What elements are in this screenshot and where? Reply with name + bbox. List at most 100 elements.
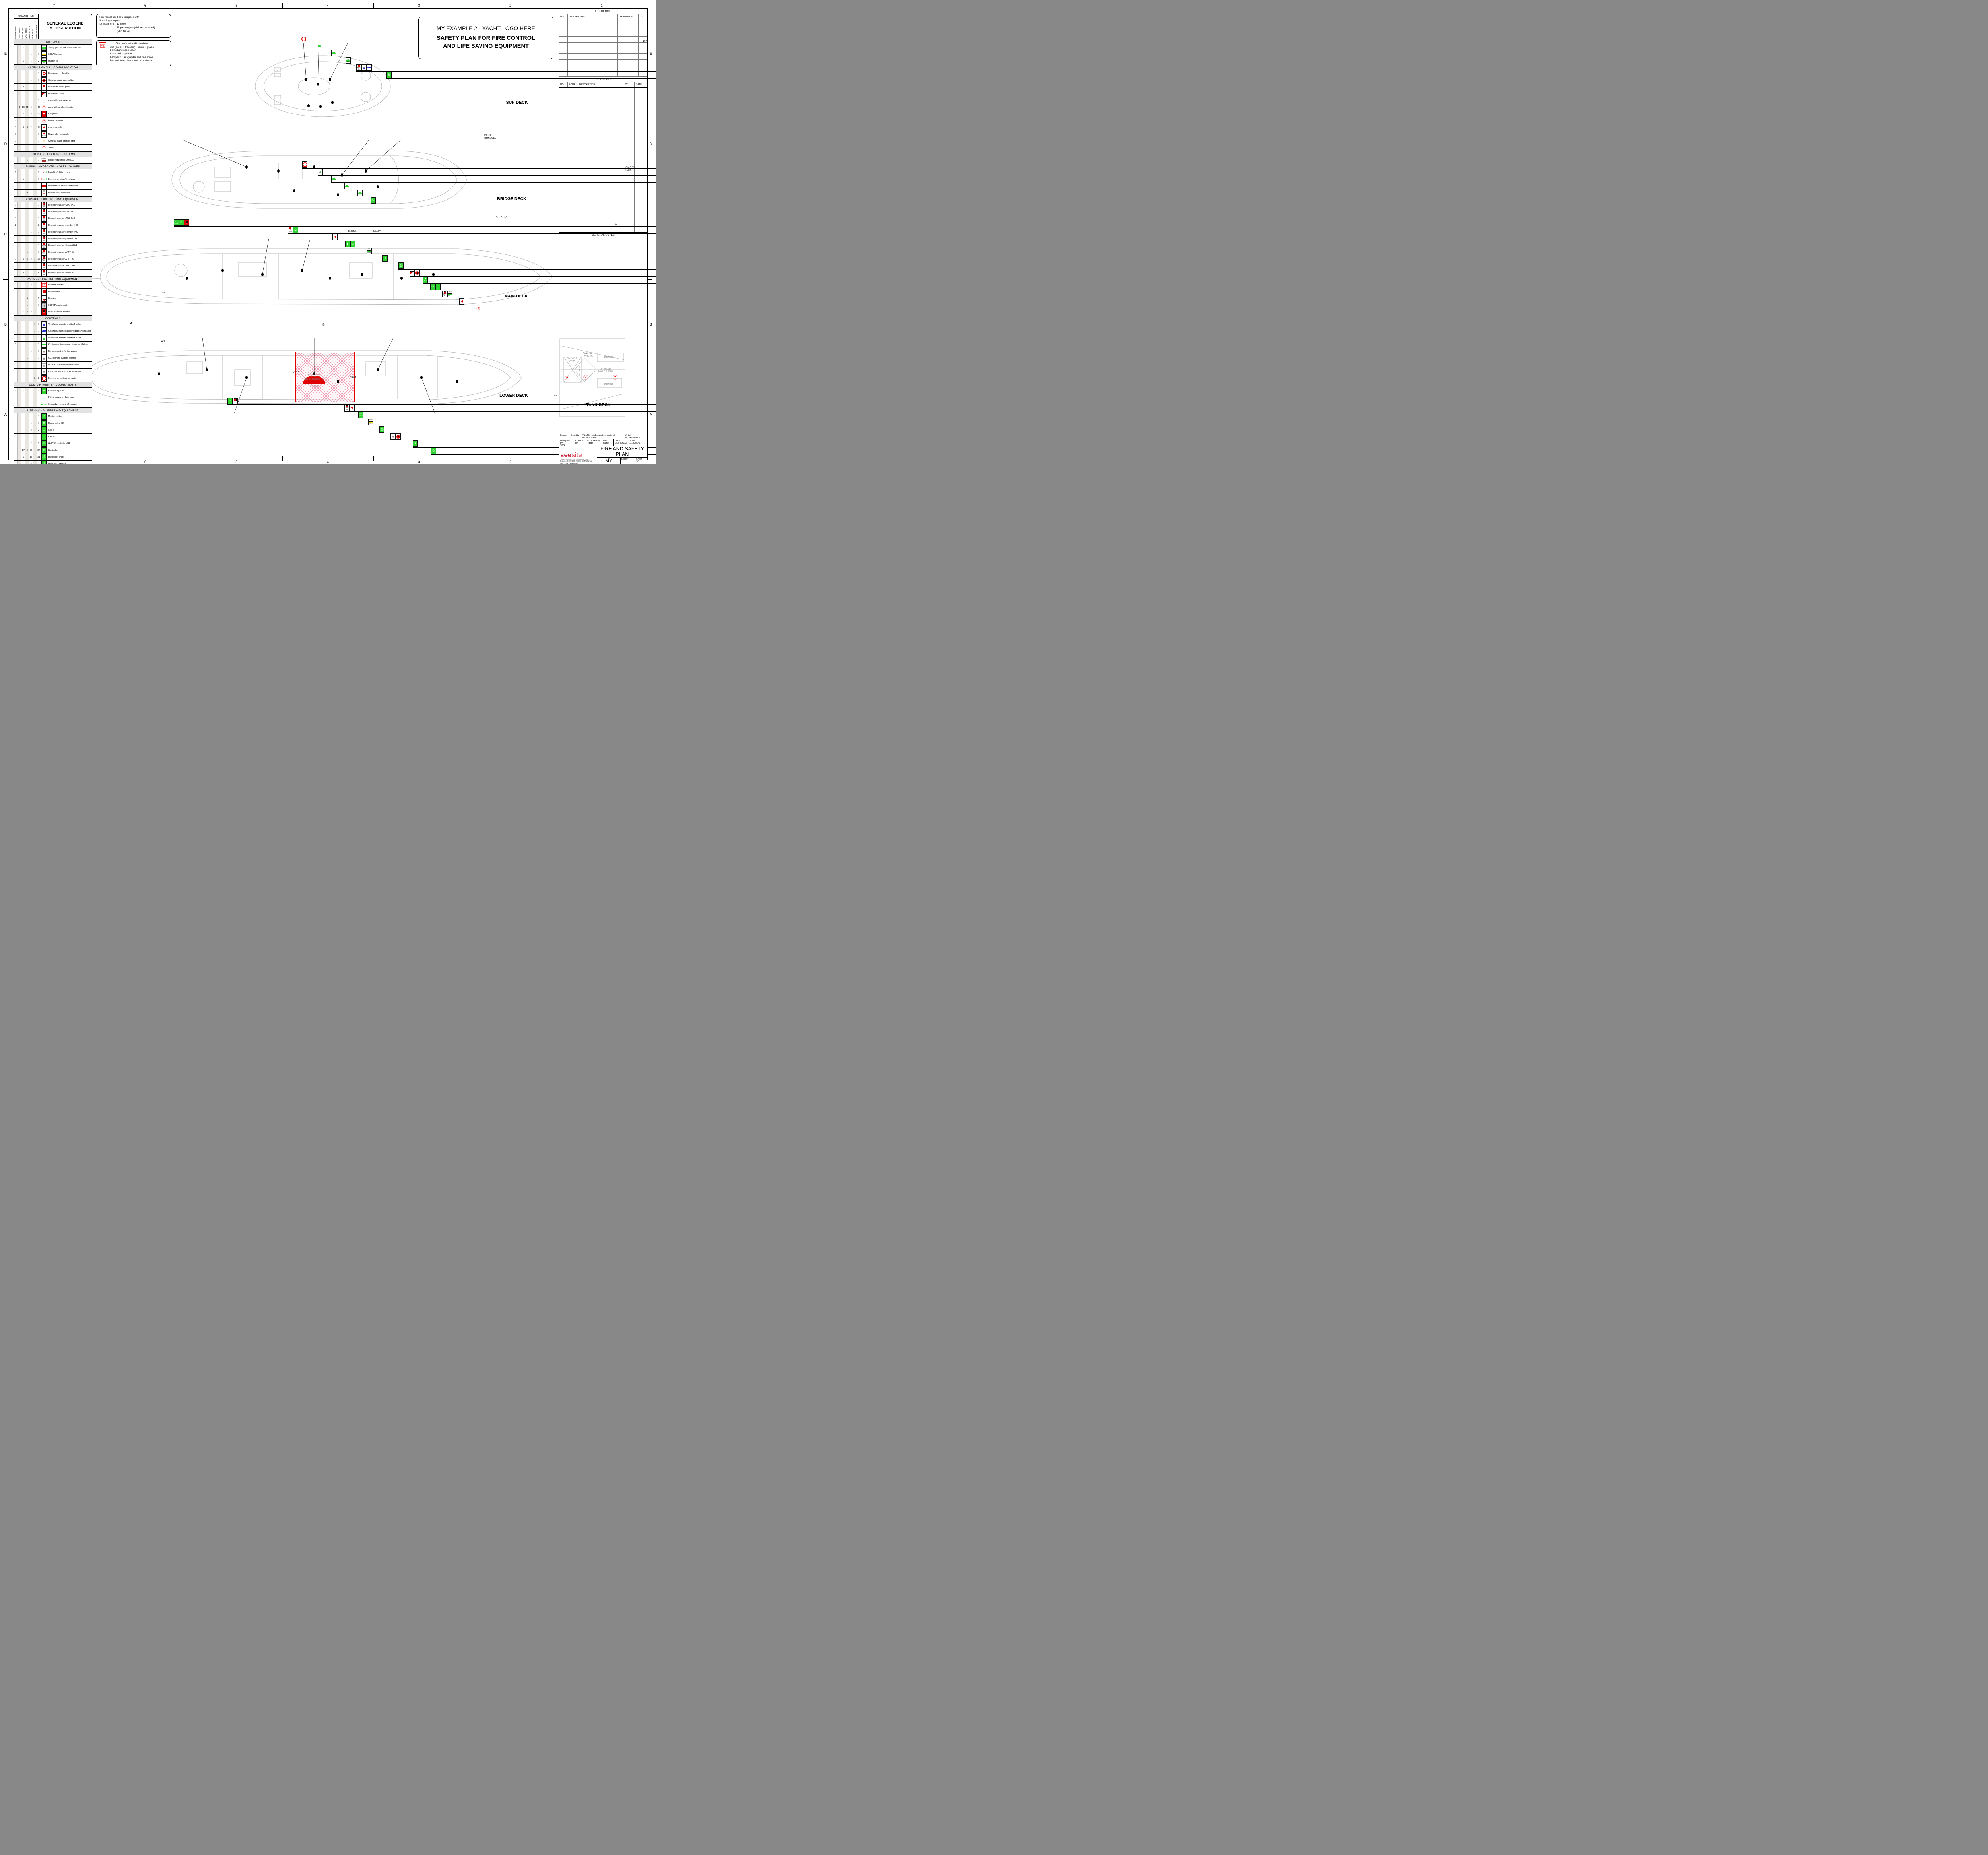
qty-cell: 1 [37,321,41,328]
qty-cell: 2 [14,169,18,176]
qty-cell [33,45,37,51]
qty-cell [14,440,18,447]
qty-cell [25,394,29,401]
qty-cell: 1 [37,335,41,341]
legend-item-desc: Wheeled fire ext. AFFF 45L [48,265,76,267]
qty-cell: 6 [21,454,26,460]
plan-label: TANK NO 2 SUMP [566,358,577,362]
fe-icon: FE [41,282,47,288]
references-empty-row [559,71,647,77]
qty-cell: 2 [29,309,33,315]
legend-item-desc: Fire extinguisher water 9L [48,272,74,274]
smoke-detector-icon: ? [476,305,481,312]
qty-cell: 6 [29,104,33,111]
qty-cell [21,440,26,447]
qty-cell: 7 [37,190,41,196]
qty-cell [29,138,33,144]
legend-row: →Primary means of escape [14,394,92,401]
plan-label: ? [565,376,569,380]
qty-cell: 57 [37,447,41,454]
flares-icon: ❂ [431,448,436,454]
battery-radio-icon [41,375,47,382]
fire-hose-icon: W [41,309,47,315]
qty-cell [14,84,18,90]
qty-cell [17,434,22,440]
references-empty-row [559,25,647,31]
qty-cell: 7 [37,309,41,315]
qty-cell: 5 [21,256,26,262]
qty-cell [21,131,26,138]
lifejacket-icon: Ω [350,241,355,247]
qty-cell [33,461,37,464]
qty-cell [33,362,37,368]
qty-cell [25,176,29,182]
qty-cell [21,362,26,368]
qty-cell [17,355,22,361]
references-revisions-panel: REFERENCES NO.DESCRIPTION DRAWING NO.BY … [559,8,648,277]
qty-cell: 2 [29,124,33,131]
qty-cell [17,145,22,151]
qty-cell [17,190,22,196]
qty-cell [17,84,22,90]
smoke-detector-icon: ? [41,104,47,111]
qty-cell [33,342,37,348]
qty-cell [25,70,29,77]
qty-cell: 2 [37,118,41,124]
legend-item-desc: Lifebuoy + smoke [48,463,66,464]
qty-cell [17,209,22,215]
grid-row-left: D [4,142,7,146]
qty-cell: 2 [37,58,41,64]
titlename-label: Title/Name, designation, material, dimen… [581,433,624,439]
flame-detector-icon: ✶ [41,118,47,124]
qty-cell [21,401,26,407]
grid-col-top: 2 [509,4,512,8]
heat-detector-icon: ! [41,97,47,104]
qty-cell [29,375,33,382]
closing-blue-icon [41,328,47,334]
qty-cell [29,289,33,295]
qty-cell [25,263,29,269]
qty-cell [25,282,29,288]
plan-title-line2: AND LIFE SAVING EQUIPMENT [443,43,529,49]
qty-cell [17,447,22,454]
plan-label: W/T [161,291,165,294]
qty-cell [33,427,37,433]
qty-cell [17,282,22,288]
qty-cell [14,401,18,407]
qty-cell: 1 [37,97,41,104]
qty-cell [29,97,33,104]
qty-cell [21,169,26,176]
qty-cell: 10 [37,111,41,117]
remote-fire-pump-icon: △⊲ [390,433,396,440]
fireman-outfit-box: FE Fireman's full outfit consist of: - s… [96,40,171,66]
qty-cell [14,176,18,182]
legend-item-desc: Life jacket child [48,456,64,458]
qty-cell: 2 [37,45,41,51]
legend-item-desc: Fire extinguisher powder 9KG [48,224,78,227]
icon-group: ◎ [398,262,656,270]
edition-label: Edition [621,458,635,464]
legend-item-desc: Ventilation remote shutt off galley [48,323,82,326]
qty-cell [17,369,22,375]
qty-cell [21,420,26,427]
legend-item-desc: Fire extinguisher AFFF 9L [48,258,74,260]
qty-cell: 1 [37,131,41,138]
qty-cell [14,369,18,375]
battery-radio-icon [301,36,306,42]
fe-items: - suit (jacket + trousers) - boots + glo… [109,45,154,62]
qty-cell: 1 [37,362,41,368]
